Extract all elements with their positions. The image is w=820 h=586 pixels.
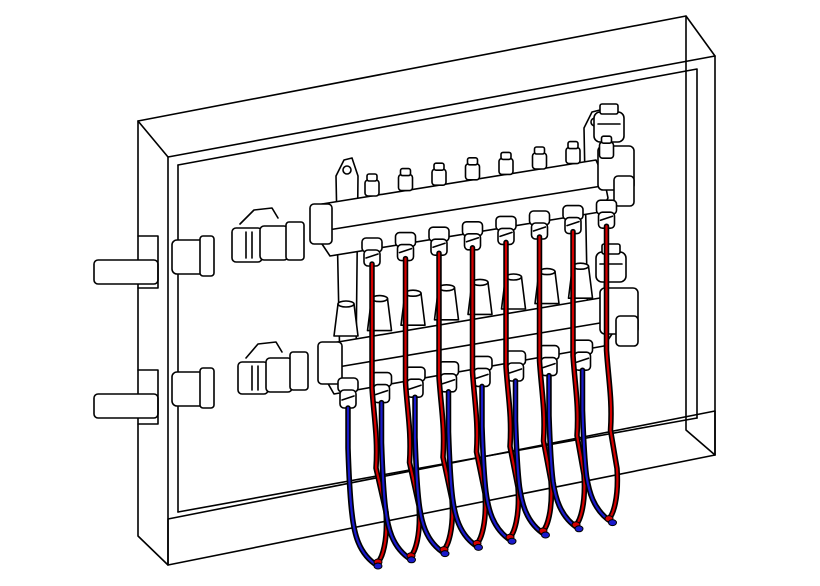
return-outlet <box>337 377 359 409</box>
flow-pipe <box>370 262 388 564</box>
flow-meter <box>464 157 481 181</box>
loop-pipe-pair <box>345 261 390 570</box>
loop-pipe-pair <box>546 228 588 533</box>
return-pipe <box>480 385 514 543</box>
flow-pipe <box>504 241 520 539</box>
flow-meters <box>364 135 615 197</box>
pipe-end <box>541 531 550 539</box>
loop-pipe-pair <box>579 223 621 527</box>
return-pipe <box>380 401 413 561</box>
flow-meter <box>565 140 581 165</box>
air-vent-bottom <box>595 243 627 283</box>
flow-meter <box>498 151 514 176</box>
flow-pipe <box>404 257 421 557</box>
loop-pipe-pair <box>412 250 456 558</box>
loop-pipe-pair <box>378 255 423 564</box>
loop-pipe-pair <box>445 245 489 551</box>
pipe-stub-top <box>93 259 159 285</box>
ball-valve-bottom <box>237 341 309 395</box>
flow-pipe <box>437 252 454 551</box>
flow-manifold-bar <box>309 145 635 257</box>
loop-pipes <box>345 223 621 570</box>
pipe-end <box>574 525 584 533</box>
return-pipe <box>581 369 614 524</box>
return-outlet <box>471 355 493 388</box>
return-pipe <box>447 390 480 549</box>
return-pipe <box>514 379 547 537</box>
flow-pipe <box>571 230 586 526</box>
loop-pipe-pair <box>512 234 555 539</box>
flow-meter <box>431 162 447 186</box>
flow-meter <box>397 167 414 192</box>
flow-meter <box>531 146 548 170</box>
return-outlet <box>370 371 393 404</box>
supply-assembly-top <box>93 207 305 289</box>
return-pipe <box>547 374 581 530</box>
return-outlet <box>437 360 460 393</box>
return-pipe <box>413 396 447 555</box>
pipe-end <box>608 519 617 527</box>
pipe-end <box>507 537 517 545</box>
flow-outlet <box>361 237 383 267</box>
flow-meter <box>364 173 380 197</box>
pipe-end <box>407 556 416 564</box>
pipe-end <box>440 550 450 558</box>
pipe-end <box>373 562 383 570</box>
flow-outlet <box>528 210 551 240</box>
flow-meter <box>598 135 615 159</box>
pipe-stub-bottom <box>93 393 159 419</box>
flow-pipe <box>471 246 487 545</box>
pipe-end <box>474 543 483 551</box>
ball-valve-top <box>231 207 305 263</box>
flow-outlet <box>394 231 417 262</box>
flow-outlet <box>595 199 618 229</box>
loop-pipe-pair <box>479 239 522 545</box>
return-outlets <box>337 339 594 409</box>
flow-outlet <box>461 221 484 251</box>
flow-pipe <box>538 235 553 533</box>
supply-assembly-bottom <box>93 341 309 425</box>
flow-pipe <box>605 225 619 520</box>
flow-outlet <box>495 215 517 246</box>
return-pipe <box>346 406 380 568</box>
actuator-cap <box>333 300 359 337</box>
